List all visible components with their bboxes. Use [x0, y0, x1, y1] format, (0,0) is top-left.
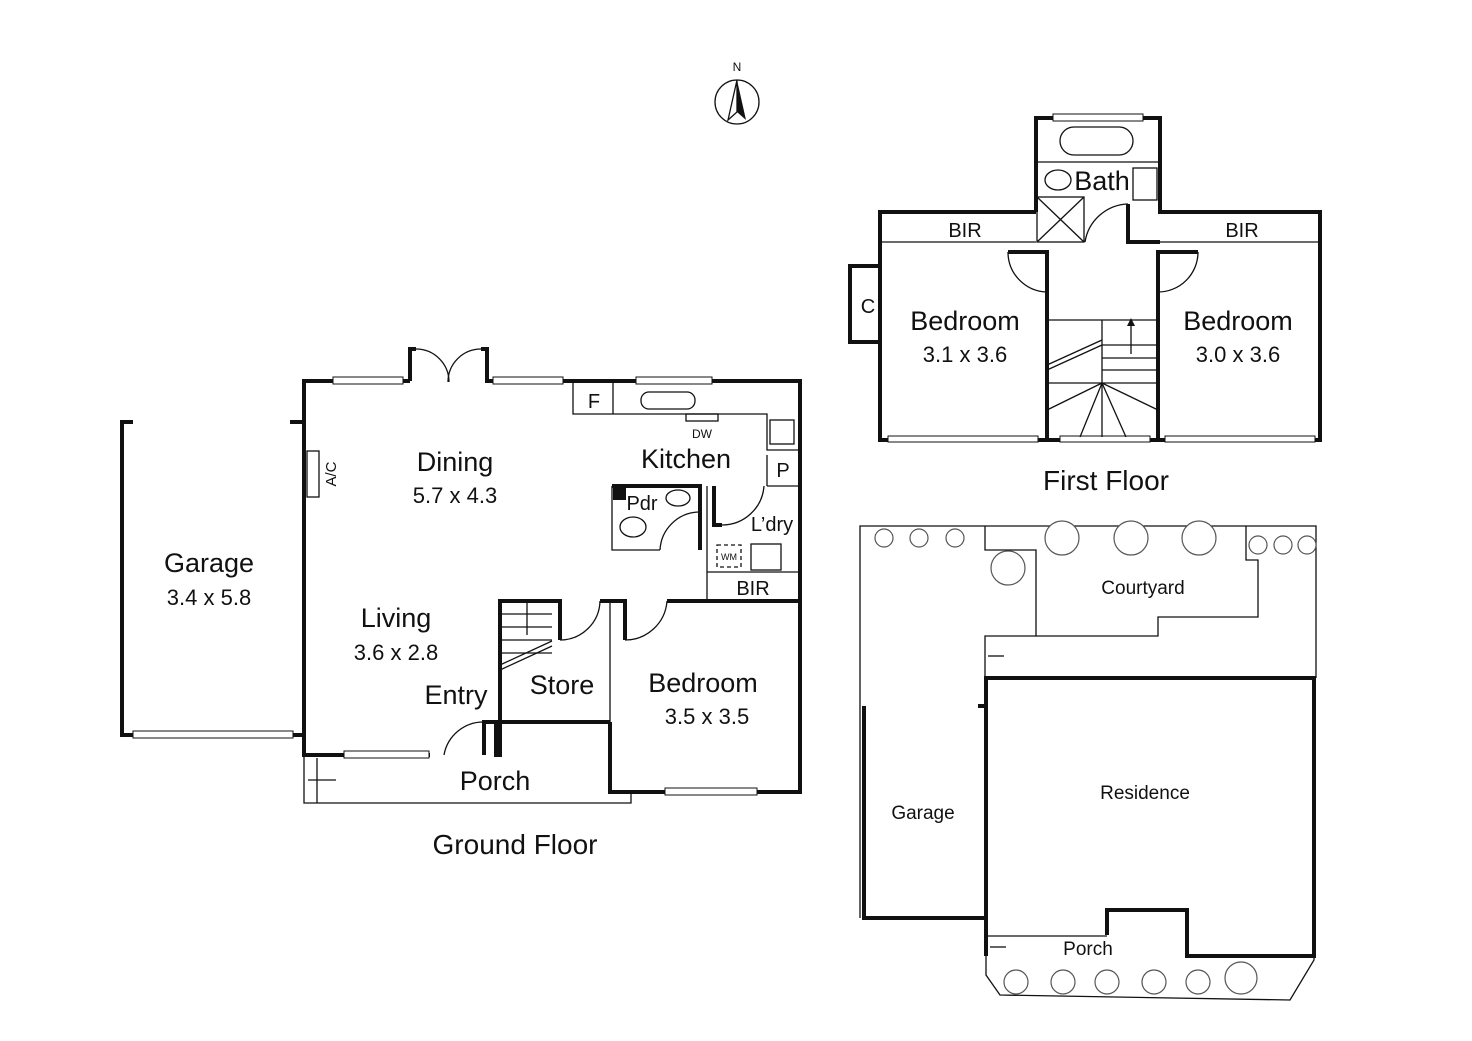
fridge-label: F [588, 391, 600, 413]
cupboard-label: C [861, 296, 875, 318]
laundry-label: L’dry [751, 514, 793, 536]
dishwasher-label: DW [692, 427, 713, 441]
site-residence-label: Residence [1100, 783, 1190, 804]
porch-label: Porch [460, 766, 531, 796]
pantry-label: P [776, 460, 789, 482]
aircon-label: A/C [323, 461, 340, 486]
bath-label: Bath [1074, 166, 1130, 196]
garage-label: Garage [164, 548, 254, 578]
ground-bir-label: BIR [736, 578, 769, 600]
living-label: Living [361, 603, 432, 633]
ground-floor-plan [120, 347, 802, 804]
dining-label: Dining [417, 447, 494, 477]
site-plan [859, 520, 1317, 1001]
washing-machine-label: WM [721, 552, 737, 562]
site-garage-label: Garage [891, 803, 954, 824]
first-floor-plan [848, 113, 1322, 443]
dining-size: 5.7 x 4.3 [413, 483, 497, 508]
first-floor-title: First Floor [1043, 465, 1169, 496]
first-bedroom-left-size: 3.1 x 3.6 [923, 342, 1007, 367]
living-size: 3.6 x 2.8 [354, 640, 438, 665]
first-bedroom-left-label: Bedroom [910, 306, 1020, 336]
ground-floor-title: Ground Floor [433, 829, 598, 860]
site-courtyard-label: Courtyard [1101, 578, 1184, 599]
first-bedroom-right-label: Bedroom [1183, 306, 1293, 336]
garage-size: 3.4 x 5.8 [167, 585, 251, 610]
first-bir-right-label: BIR [1225, 220, 1258, 242]
ground-bedroom-size: 3.5 x 3.5 [665, 704, 749, 729]
kitchen-label: Kitchen [641, 444, 731, 474]
first-bedroom-right-size: 3.0 x 3.6 [1196, 342, 1280, 367]
entry-label: Entry [424, 680, 488, 710]
north-compass-icon [714, 79, 760, 125]
site-porch-label: Porch [1063, 939, 1113, 960]
ground-bedroom-label: Bedroom [648, 668, 758, 698]
store-label: Store [530, 670, 595, 700]
powder-room-label: Pdr [626, 493, 657, 515]
tree-icons [874, 520, 1317, 995]
first-bir-left-label: BIR [948, 220, 981, 242]
compass-north-label: N [733, 60, 742, 74]
